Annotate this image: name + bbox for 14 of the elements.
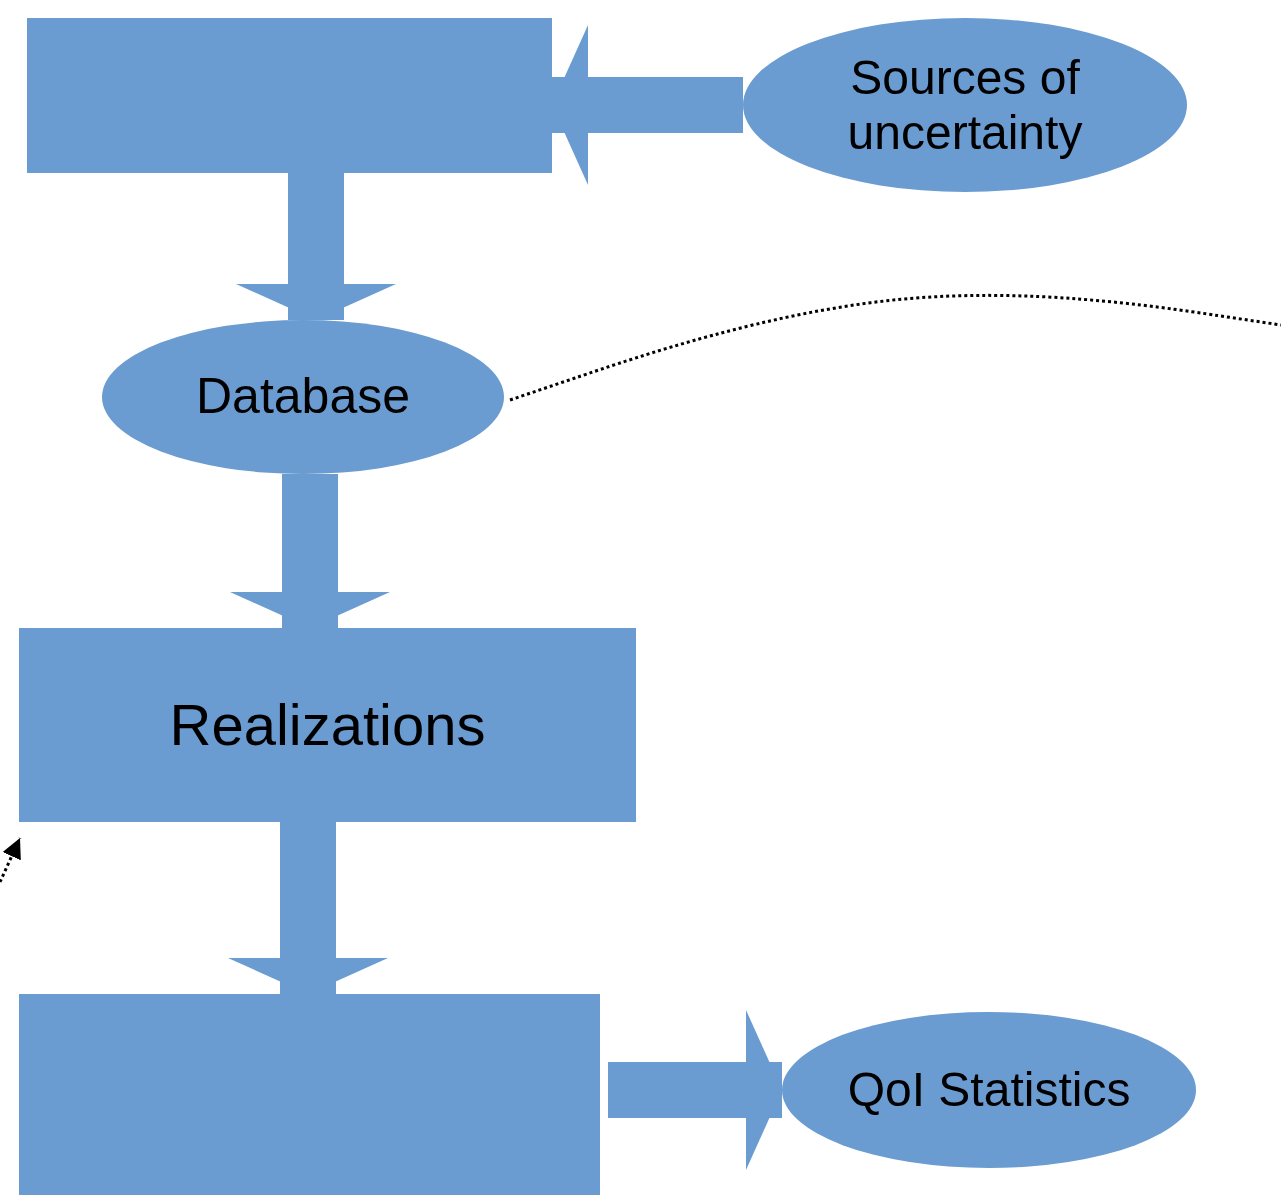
dotted-connector [509,293,1281,402]
block-arrow [228,822,388,994]
node-label: Database [195,368,410,426]
node-label: Sources of uncertainty [846,49,1084,161]
process-box [27,18,552,173]
dotted-connector [0,837,22,883]
block-arrow [552,25,743,185]
process-box [19,628,636,822]
process-box [19,994,600,1195]
block-arrow [230,474,390,628]
node-label: Realizations [169,691,486,759]
node-label: QoI Statistics [847,1062,1131,1118]
block-arrow [236,173,396,320]
block-arrow [608,1010,782,1170]
